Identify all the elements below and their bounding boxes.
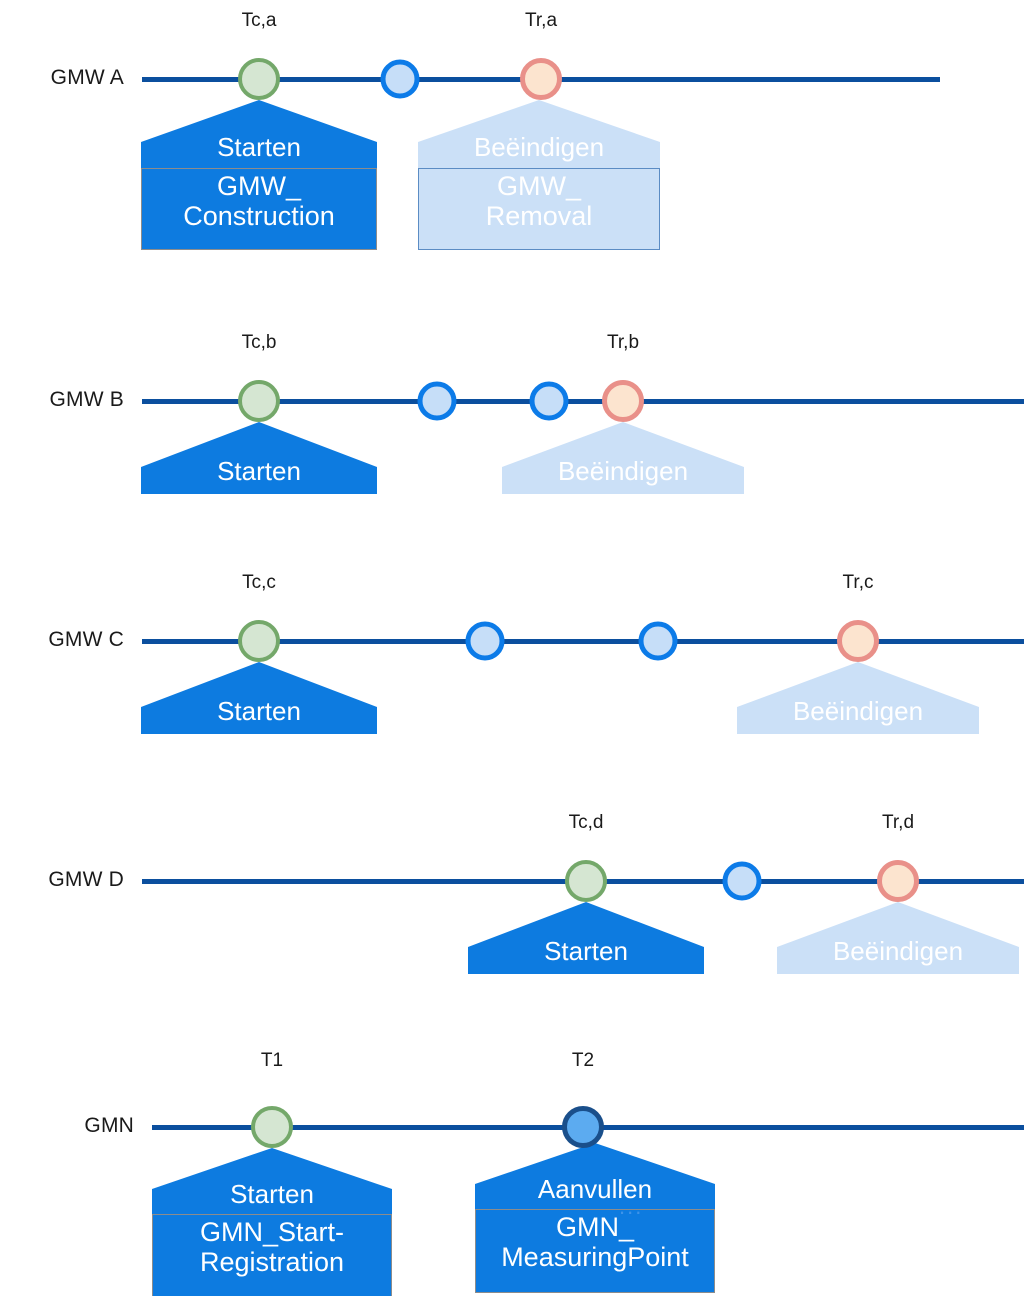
event-marker-green[interactable] (238, 58, 280, 100)
row-label-gmw-d: GMW D (48, 868, 124, 891)
tick-label-gmw-b-1: Tr,b (606, 332, 640, 353)
event-marker-blue[interactable] (465, 621, 505, 661)
tick-label-gmn-1: T2 (571, 1050, 595, 1071)
event-marker-blue[interactable] (638, 621, 678, 661)
event-marker-salmon[interactable] (877, 860, 919, 902)
event-marker-salmon[interactable] (520, 58, 562, 100)
callout-body-label: GMN_MeasuringPoint (475, 1209, 715, 1293)
callout-body-label: GMW_Construction (141, 168, 377, 250)
callout-body-label: GMW_Removal (418, 168, 660, 250)
tick-label-gmw-a-0: Tc,a (241, 10, 277, 31)
tick-label-gmw-d-0: Tc,d (568, 812, 604, 833)
callout-roof: Aanvullen... (475, 1143, 715, 1218)
tick-label-gmw-b-0: Tc,b (241, 332, 277, 353)
callout-gmn-1: Aanvullen...GMN_MeasuringPoint (475, 1143, 715, 1293)
row-label-gmw-a: GMW A (50, 66, 124, 89)
tick-label-gmw-d-1: Tr,d (881, 812, 915, 833)
row-label-gmw-b: GMW B (49, 388, 124, 411)
timeline-axis-gmw-c (142, 639, 1024, 644)
event-marker-blue[interactable] (417, 381, 457, 421)
row-label-gmn: GMN (84, 1114, 134, 1137)
timeline-axis-gmw-b (142, 399, 1024, 404)
event-marker-blue[interactable] (529, 381, 569, 421)
tick-label-gmw-c-0: Tc,c (242, 572, 276, 593)
callout-body-label: GMN_Start-Registration (152, 1214, 392, 1296)
event-marker-green[interactable] (251, 1106, 293, 1148)
row-label-gmw-c: GMW C (48, 628, 124, 651)
callout-ellipsis: ... (619, 1194, 644, 1219)
event-marker-blue[interactable] (722, 861, 762, 901)
tick-label-gmw-a-1: Tr,a (524, 10, 558, 31)
event-marker-blue[interactable] (380, 59, 420, 99)
event-marker-navy[interactable] (562, 1106, 604, 1148)
event-marker-salmon[interactable] (602, 380, 644, 422)
event-marker-green[interactable] (238, 380, 280, 422)
callout-roof: Starten (152, 1148, 392, 1214)
event-marker-salmon[interactable] (837, 620, 879, 662)
tick-label-gmw-c-1: Tr,c (842, 572, 874, 593)
tick-label-gmn-0: T1 (260, 1050, 284, 1071)
event-marker-green[interactable] (565, 860, 607, 902)
event-marker-green[interactable] (238, 620, 280, 662)
